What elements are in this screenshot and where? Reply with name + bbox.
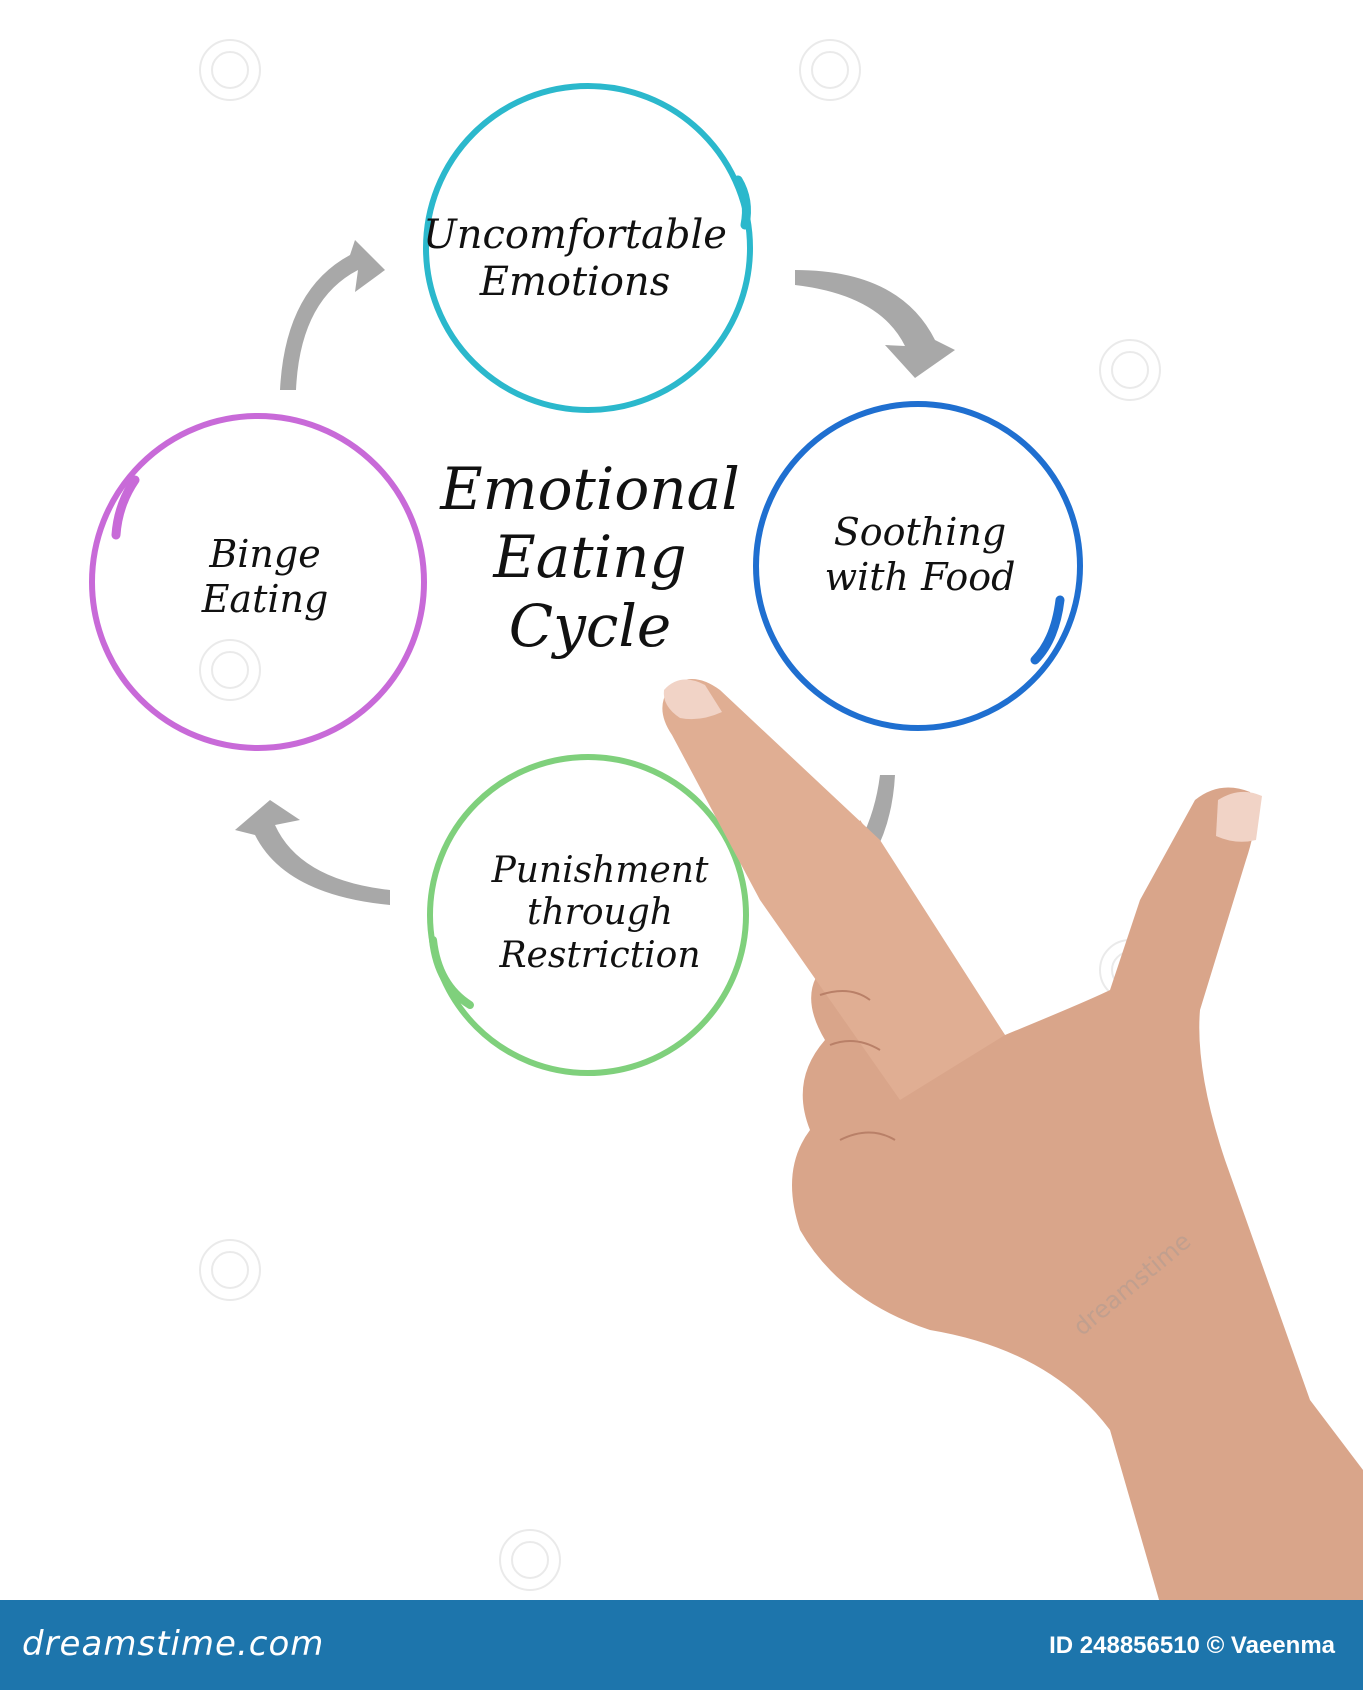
node-circle-left xyxy=(89,413,427,751)
node-label-punishment-through-restriction: Punishment through Restriction xyxy=(491,850,709,976)
node-label-binge-eating: Binge Eating xyxy=(201,532,329,621)
footer-credit: ID 248856510 © Vaeenma xyxy=(1049,1632,1335,1659)
node-circle-right xyxy=(753,401,1083,731)
node-circle-left-stroke-end xyxy=(111,475,140,540)
diagram-title: Emotional Eating Cycle xyxy=(440,455,740,660)
hand-index-fingernail xyxy=(663,679,722,720)
hand-thumb-nail xyxy=(1216,791,1262,842)
arrow-top-to-right xyxy=(795,270,955,378)
hand-knuckle-lines xyxy=(819,990,896,1141)
node-circle-bottom xyxy=(427,754,749,1076)
pointing-hand-image xyxy=(662,679,1363,1690)
node-circle-right-stroke-end xyxy=(1030,595,1065,665)
node-circle-top xyxy=(423,83,753,413)
footer-brand[interactable]: dreamstime.com xyxy=(22,1624,325,1664)
node-label-uncomfortable-emotions: Uncomfortable Emotions xyxy=(423,212,727,306)
arrow-bottom-to-left xyxy=(235,800,390,905)
footer-bar: dreamstime.com ID 248856510 © Vaeenma xyxy=(0,1600,1363,1690)
node-circle-bottom-stroke-end xyxy=(429,936,474,1009)
node-circle-top-stroke-end xyxy=(733,175,751,230)
hand-index-finger xyxy=(662,679,1005,1100)
node-label-soothing-with-food: Soothing with Food xyxy=(824,510,1016,599)
arrow-left-to-top xyxy=(280,240,385,390)
